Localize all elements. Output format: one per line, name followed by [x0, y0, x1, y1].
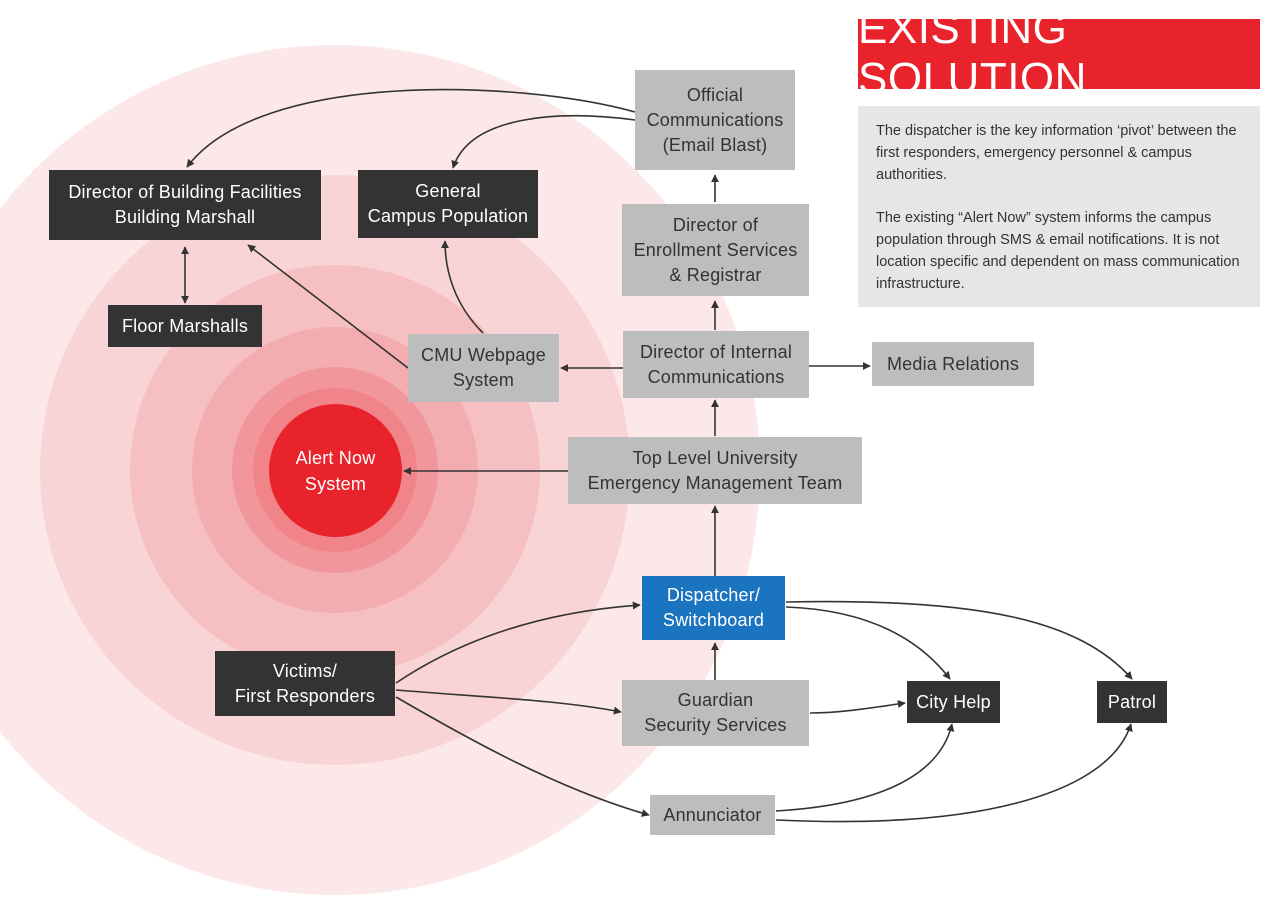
- node-internal-communications: Director of Internal Communications: [623, 331, 809, 398]
- node-city-help: City Help: [907, 681, 1000, 723]
- node-cmu-webpage-system: CMU Webpage System: [408, 334, 559, 402]
- arrow-dispatcher-to-patrol: [785, 600, 1133, 680]
- info-paragraph-1: The dispatcher is the key information ‘p…: [876, 123, 1237, 183]
- node-patrol: Patrol: [1097, 681, 1167, 723]
- arrow-dispatcher-to-cityhelp: [785, 606, 951, 680]
- arrow-annunciator-to-patrol: [775, 723, 1133, 823]
- node-alert-now-system: Alert Now System: [269, 404, 402, 537]
- info-panel: The dispatcher is the key information ‘p…: [858, 106, 1260, 307]
- node-annunciator: Annunciator: [650, 795, 775, 835]
- arrow-victims-to-annunciator: [395, 696, 650, 817]
- arrow-guardian-to-cityhelp: [809, 700, 906, 714]
- node-general-campus-population: General Campus Population: [358, 170, 538, 238]
- arrow-annunciator-to-cityhelp: [775, 723, 955, 812]
- arrow-cmu-to-director: [247, 244, 409, 369]
- arrow-official-to-general: [451, 115, 636, 169]
- node-media-relations: Media Relations: [872, 342, 1034, 386]
- node-floor-marshalls: Floor Marshalls: [108, 305, 262, 347]
- node-victims-first-responders: Victims/ First Responders: [215, 651, 395, 716]
- node-guardian-security-services: Guardian Security Services: [622, 680, 809, 746]
- info-paragraph-2: The existing “Alert Now” system informs …: [876, 210, 1240, 292]
- node-emergency-management-team: Top Level University Emergency Managemen…: [568, 437, 862, 504]
- arrow-official-to-director: [186, 88, 636, 168]
- node-director-building-facilities: Director of Building Facilities Building…: [49, 170, 321, 240]
- node-official-communications: Official Communications (Email Blast): [635, 70, 795, 170]
- node-dispatcher-switchboard: Dispatcher/ Switchboard: [642, 576, 785, 640]
- arrow-victims-to-dispatcher: [395, 601, 641, 684]
- node-enrollment-services: Director of Enrollment Services & Regist…: [622, 204, 809, 296]
- arrow-victims-to-guardian: [395, 689, 622, 715]
- page-title: EXISTING SOLUTION: [858, 4, 1260, 103]
- arrow-cmu-to-general: [441, 240, 484, 334]
